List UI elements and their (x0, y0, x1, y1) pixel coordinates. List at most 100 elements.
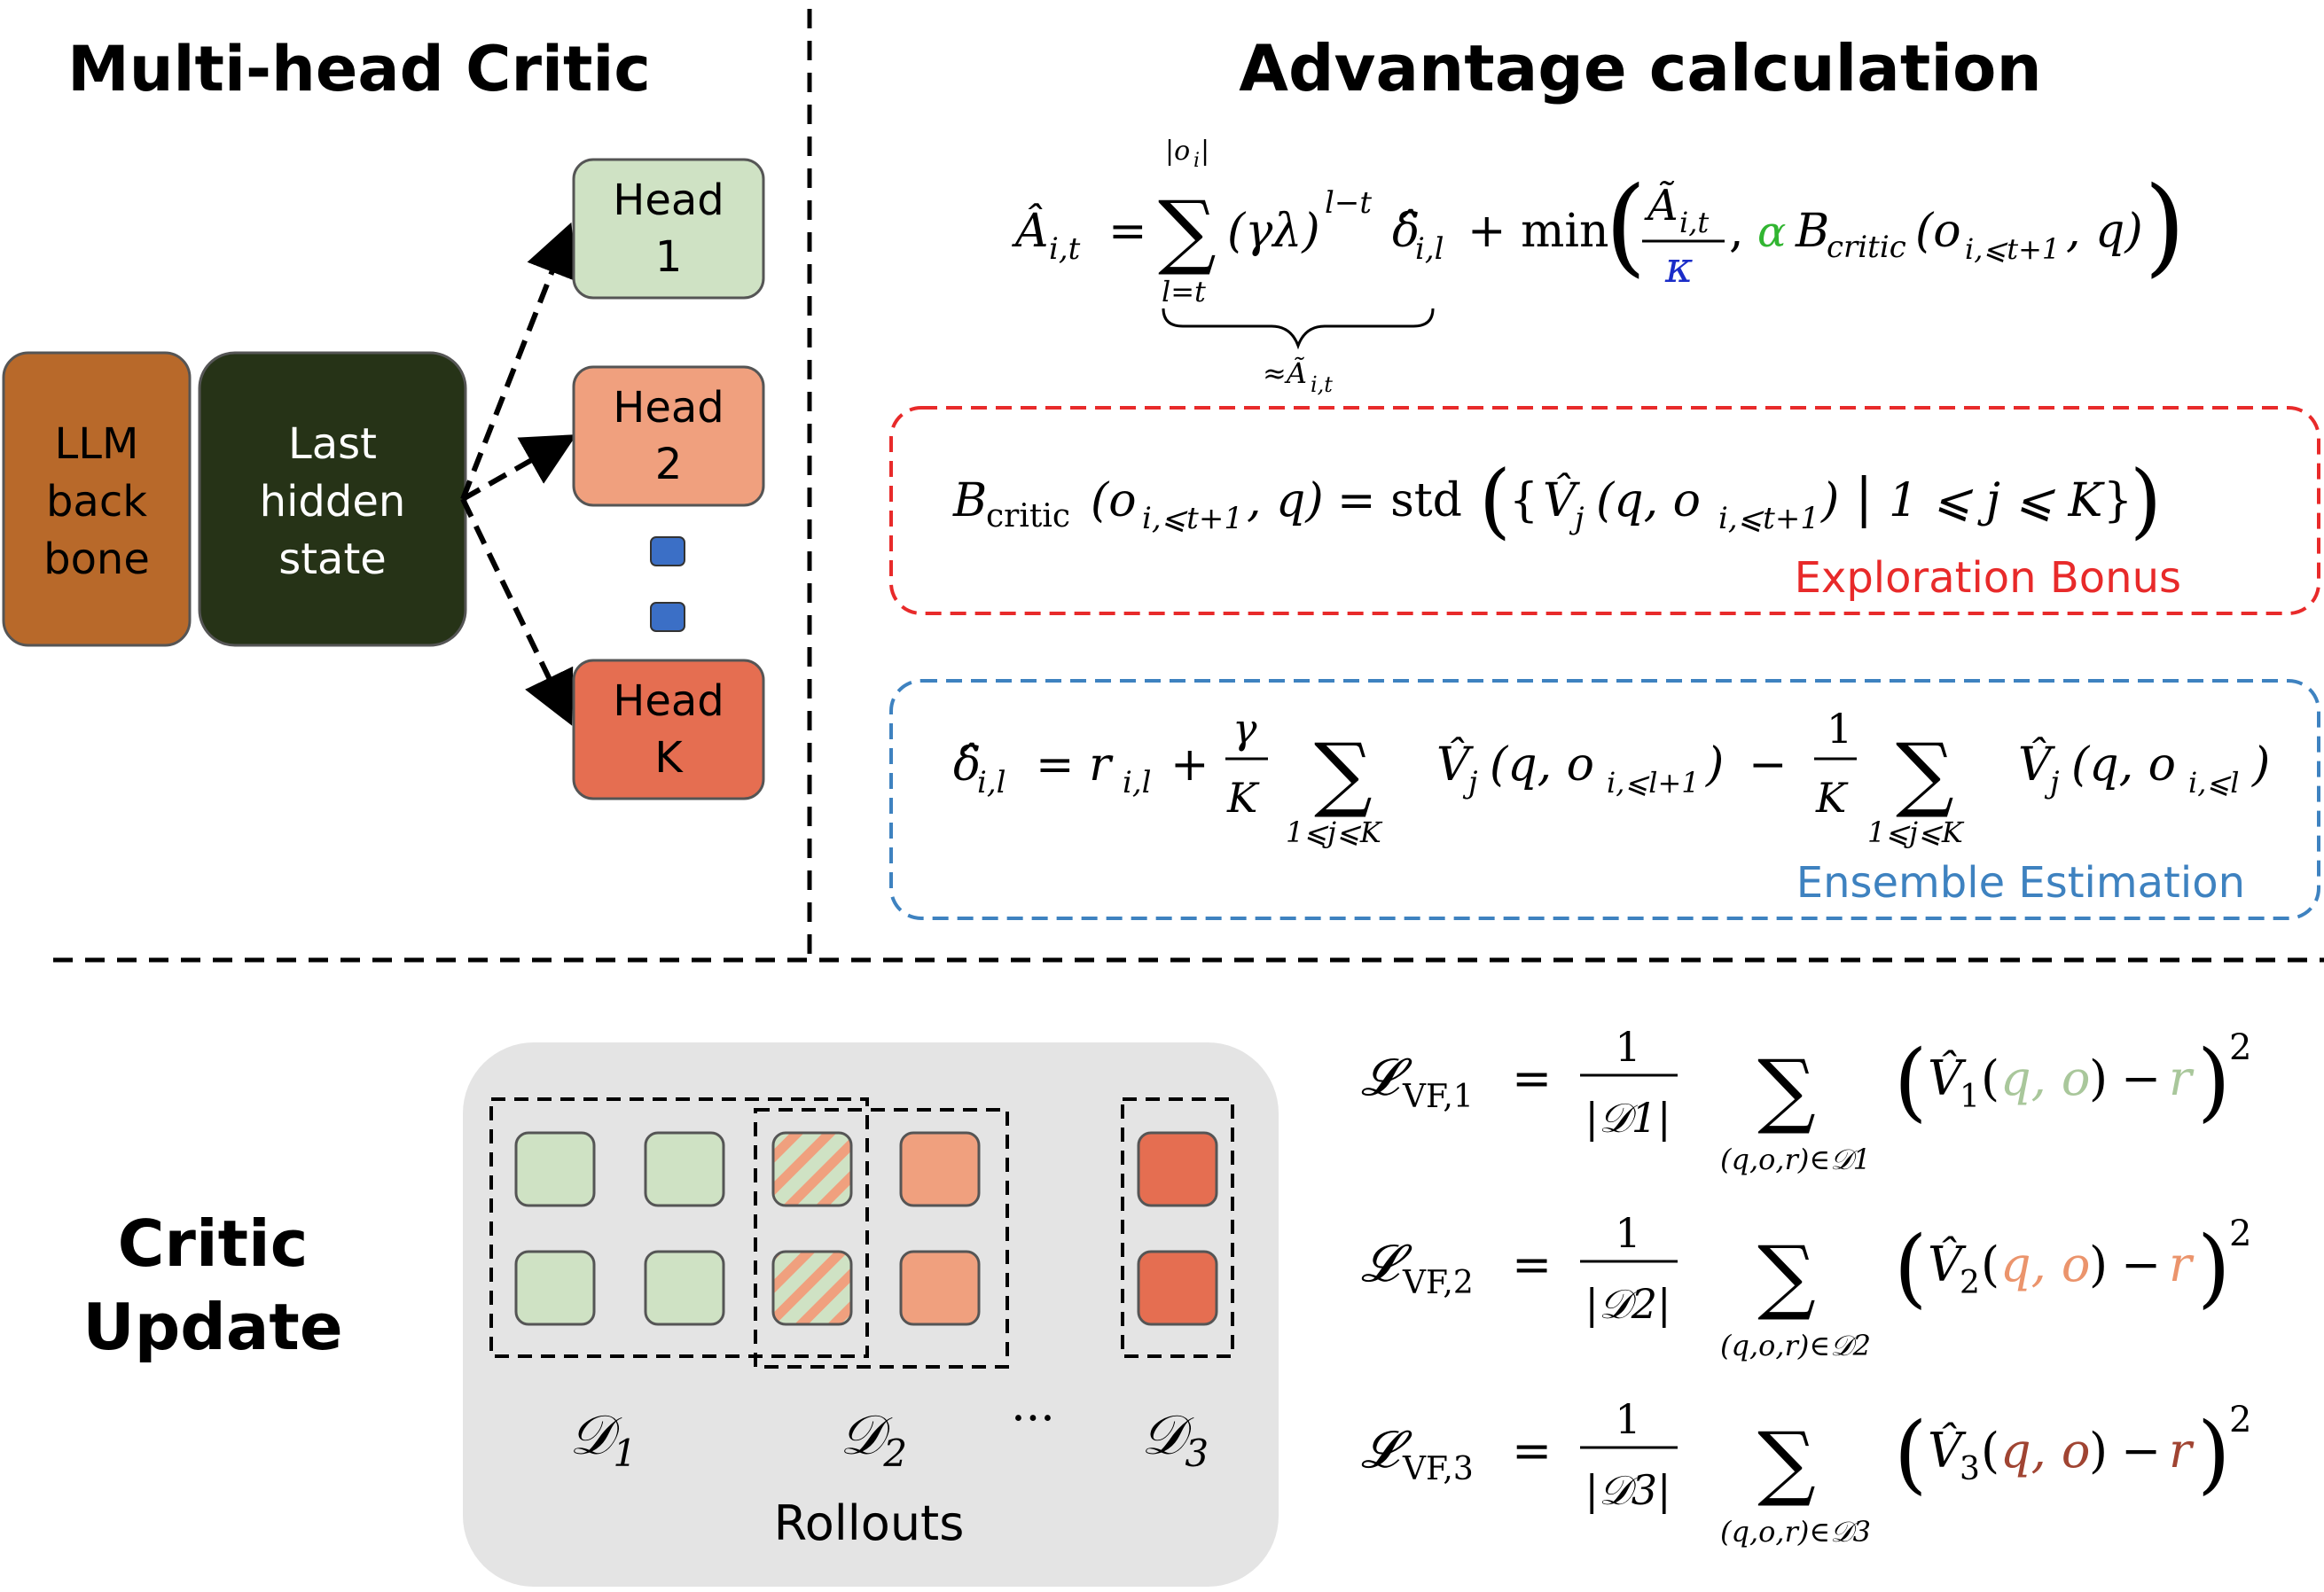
svg-text:i: i (1193, 150, 1200, 172)
sum-symbol: ∑ (1757, 1042, 1816, 1137)
dataset-2-label: 𝒟2 (840, 1402, 907, 1475)
svg-text:): ) (2130, 453, 2162, 548)
svg-text:−: − (1749, 738, 1788, 792)
svg-text:): ) (1705, 738, 1724, 792)
square-exponent: 2 (2229, 1027, 2251, 1068)
svg-text:i,t: i,t (1049, 231, 1081, 267)
state-args: q, o (2000, 1050, 2090, 1106)
critic-update-title-line-1: Critic (118, 1206, 309, 1281)
right-paren: ) (2197, 1404, 2230, 1503)
sum-symbol: ∑ (1757, 1229, 1816, 1323)
fraction-denominator: |𝒟1| (1585, 1094, 1671, 1142)
left-paren: ( (1894, 1218, 1927, 1317)
svg-text:V̂: V̂ (1436, 737, 1474, 792)
svg-text:1: 1 (1827, 705, 1852, 753)
svg-text:, q): , q) (1247, 474, 1324, 527)
left-paren: ( (1894, 1404, 1927, 1503)
head-1-index: 1 (655, 232, 683, 282)
svg-text:B: B (1795, 205, 1829, 258)
right-paren: ) (2197, 1032, 2230, 1131)
head-2-label: Head (613, 383, 724, 433)
svg-text:i,⩽t+1: i,⩽t+1 (1718, 501, 1819, 536)
svg-text:K: K (1226, 774, 1260, 822)
svg-text:V̂: V̂ (1543, 473, 1580, 527)
value-index: 3 (1960, 1451, 1980, 1487)
head-k-block: Head K (572, 659, 765, 800)
fraction-numerator: 1 (1615, 1023, 1640, 1071)
rollout-square-red-1 (1137, 1131, 1218, 1207)
td-error-formula: δ̂ i,l = r i,l + γ K ∑ 1⩽j⩽K V̂ j (q, o … (953, 705, 2270, 849)
square-exponent: 2 (2229, 1214, 2251, 1254)
llm-backbone-block: LLM back bone (2, 351, 192, 647)
value-symbol: V̂ (1928, 1050, 1967, 1106)
svg-text:=: = (1108, 205, 1147, 258)
svg-text:critic: critic (1827, 230, 1906, 265)
svg-text:critic: critic (986, 498, 1070, 535)
value-index: 2 (1960, 1265, 1980, 1301)
svg-text:i,⩽l+1: i,⩽l+1 (1607, 766, 1700, 800)
svg-text:l=t: l=t (1162, 275, 1206, 308)
head-k-index: K (654, 733, 684, 783)
svg-text:1⩽j⩽K: 1⩽j⩽K (1867, 816, 1965, 849)
value-symbol: V̂ (1928, 1422, 1967, 1479)
svg-text:B: B (952, 474, 987, 527)
sum-range: (q,o,r)∈𝒟2 (1720, 1329, 1871, 1362)
fraction-denominator: |𝒟3| (1585, 1466, 1671, 1514)
svg-text:}: } (2103, 474, 2132, 527)
svg-text:|o: |o (1165, 136, 1190, 167)
svg-text:|: | (1201, 136, 1209, 167)
svg-text:): ) (2144, 165, 2186, 288)
arrow-to-head-2 (461, 434, 577, 502)
loss-subscript: VF,3 (1402, 1451, 1474, 1487)
rollout-square-red-2 (1137, 1250, 1218, 1326)
dataset-2-outline (754, 1108, 1009, 1369)
rollout-square-green-3 (514, 1250, 596, 1326)
hidden-state-label-line-2: hidden (260, 477, 406, 527)
svg-text:(γλ): (γλ) (1227, 205, 1320, 258)
svg-text:,: , (1729, 205, 1744, 258)
value-symbol: V̂ (1928, 1236, 1967, 1292)
svg-text:Ã: Ã (1644, 180, 1678, 230)
paren: ) (2089, 1423, 2108, 1479)
rollout-grid (514, 1131, 1218, 1326)
svg-text:i,⩽l: i,⩽l (2188, 766, 2239, 800)
fraction-denominator: |𝒟2| (1585, 1280, 1671, 1328)
equals-sign: = (1512, 1050, 1552, 1106)
backbone-label-line-1: LLM (55, 419, 139, 469)
svg-text:≈Ã: ≈Ã (1263, 356, 1307, 390)
svg-text:i,t: i,t (1311, 372, 1333, 397)
square-exponent: 2 (2229, 1400, 2251, 1440)
svg-text:{: { (1509, 474, 1538, 527)
sum-symbol: ∑ (1757, 1415, 1816, 1510)
paren: ( (1981, 1050, 1999, 1106)
left-paren: ( (1894, 1032, 1927, 1131)
svg-text:= r: = r (1036, 738, 1114, 792)
head-2-index: 2 (655, 440, 683, 489)
minus-sign: − (2121, 1423, 2161, 1479)
svg-text:α: α (1757, 207, 1786, 257)
ellipsis-square-2 (650, 602, 685, 632)
minus-sign: − (2121, 1050, 2161, 1106)
minus-sign: − (2121, 1237, 2161, 1292)
svg-text:1 ⩽ j ⩽ K: 1 ⩽ j ⩽ K (1889, 474, 2105, 527)
svg-text:i,t: i,t (1679, 206, 1709, 239)
right-paren: ) (2197, 1218, 2230, 1317)
reward-symbol: r (2169, 1050, 2195, 1106)
svg-text:+ min: + min (1467, 205, 1609, 258)
backbone-label-line-2: back (46, 477, 147, 527)
hidden-state-label-line-3: state (278, 535, 387, 584)
equals-sign: = (1512, 1423, 1552, 1479)
svg-text:γ: γ (1232, 705, 1257, 753)
rollout-square-green-2 (644, 1131, 725, 1207)
paren: ) (2089, 1050, 2108, 1106)
svg-text:, q): , q) (2066, 205, 2143, 258)
exploration-bonus-label: Exploration Bonus (1795, 553, 2181, 603)
svg-text:): ) (1820, 474, 1839, 527)
svg-text:1⩽j⩽K: 1⩽j⩽K (1286, 816, 1383, 849)
state-args: q, o (2000, 1237, 2090, 1292)
ellipsis-square-1 (650, 536, 685, 566)
svg-text:(: ( (1479, 453, 1511, 548)
svg-text:(o: (o (1915, 205, 1961, 258)
svg-text:i,l: i,l (977, 765, 1006, 800)
